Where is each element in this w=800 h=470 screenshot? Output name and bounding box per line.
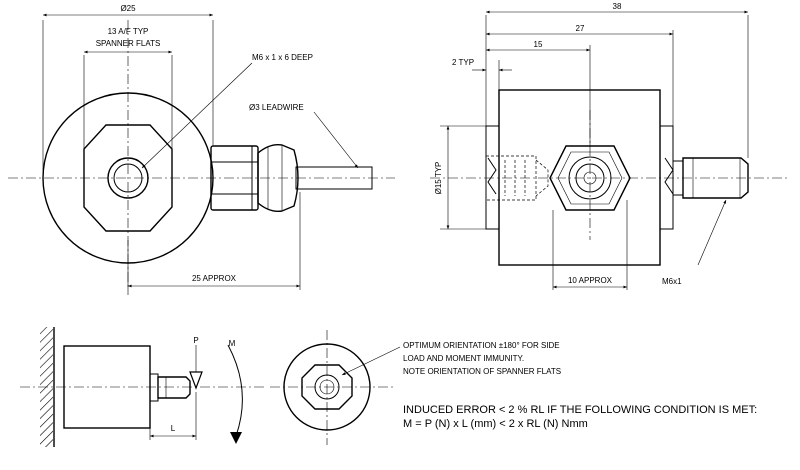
dia-15-typ-label: Ø15 TYP [434,162,443,195]
dim-38-label: 38 [613,2,622,11]
spanner-flats-label: SPANNER FLATS [96,39,161,48]
error-note-2: M = P (N) x L (mm) < 2 x RL (N) Nmm [403,418,588,430]
typ-2-label: 2 TYP [452,58,474,67]
end-view: Ø25 13 A/F TYP SPANNER FLATS M6 x 1 x 6 … [8,4,395,295]
orientation-note-3: NOTE ORIENTATION OF SPANNER FLATS [403,367,561,376]
orientation-note-1: OPTIMUM ORIENTATION ±180° FOR SIDE [403,341,560,350]
dim-27-label: 27 [576,24,585,33]
length-l-label: L [171,424,176,433]
orientation-view [270,330,401,445]
thread-deep-label: M6 x 1 x 6 DEEP [252,53,313,62]
error-note-1: INDUCED ERROR < 2 % RL IF THE FOLLOWING … [403,404,757,416]
notes: OPTIMUM ORIENTATION ±180° FOR SIDE LOAD … [403,341,757,430]
side-view: 38 27 15 2 TYP Ø15 TYP 10 APPROX M6x1 [430,2,790,290]
thread-m6-label: M6x1 [662,277,682,286]
load-diagram: P M L [20,327,265,447]
dim-15-label: 15 [534,40,543,49]
leadwire-label: Ø3 LEADWIRE [249,103,304,112]
orientation-note-2: LOAD AND MOMENT IMMUNITY. [403,354,524,363]
approx-10-label: 10 APPROX [568,276,613,285]
force-p-label: P [193,336,198,345]
moment-m-label: M [229,339,236,348]
flats-13-label: 13 A/F TYP [108,27,149,36]
approx-25-label: 25 APPROX [192,274,237,283]
dim-25-label: Ø25 [120,4,136,13]
